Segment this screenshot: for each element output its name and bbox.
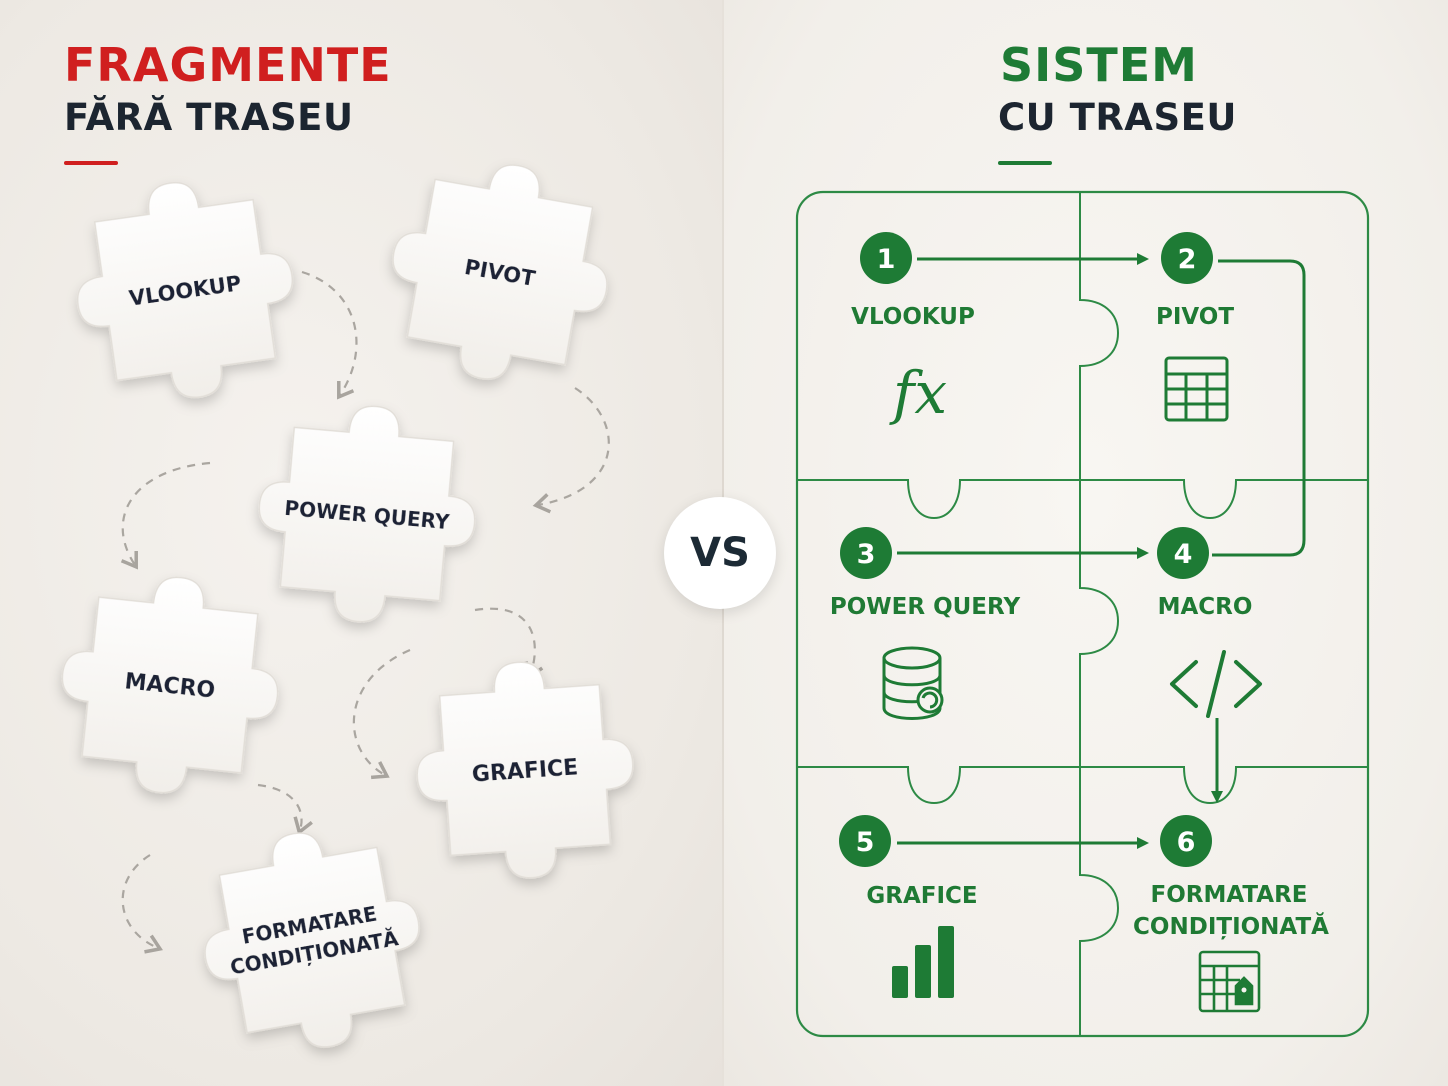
left-subtitle: FĂRĂ TRASEU xyxy=(64,96,354,139)
step-label: POWER QUERY xyxy=(830,594,1021,620)
formatted-sheet-icon xyxy=(1198,950,1261,1013)
step-number: 5 xyxy=(856,827,875,858)
step-number-badge xyxy=(860,232,912,284)
puzzle-piece-power-query: POWER QUERY xyxy=(249,396,485,632)
step-number: 1 xyxy=(877,244,896,275)
vs-badge: VS xyxy=(664,497,776,609)
step-1: 1 VLOOKUP fx xyxy=(851,232,975,427)
grid-lines xyxy=(797,192,1368,1036)
puzzle-piece-formatare: FORMATARE CONDIȚIONATĂ xyxy=(186,814,438,1066)
step-2: 2 PIVOT xyxy=(1156,232,1234,422)
step-number: 2 xyxy=(1178,244,1197,275)
step-number-badge xyxy=(1161,232,1213,284)
step-label-line2: CONDIȚIONATĂ xyxy=(1133,912,1329,940)
step-label: FORMATARE xyxy=(1150,882,1307,908)
right-title: SISTEM xyxy=(1000,38,1198,92)
right-subtitle: CU TRASEU xyxy=(998,96,1237,139)
step-label: GRAFICE xyxy=(866,883,977,909)
left-title: FRAGMENTE xyxy=(64,38,392,92)
step-number-badge xyxy=(1157,527,1209,579)
right-title-underline xyxy=(998,161,1052,165)
fx-glyph: fx xyxy=(889,359,947,427)
step-3: 3 POWER QUERY xyxy=(830,527,1021,720)
puzzle-piece-macro: MACRO xyxy=(50,565,290,805)
left-title-underline xyxy=(64,161,118,165)
dashed-arrow xyxy=(257,783,313,836)
system-board xyxy=(795,190,1370,1038)
puzzle-piece-vlookup: VLOOKUP xyxy=(62,167,308,413)
step-label: PIVOT xyxy=(1156,304,1234,330)
puzzle-piece-grafice: GRAFICE xyxy=(408,653,642,887)
step-5: 5 GRAFICE xyxy=(839,815,978,998)
dashed-arrow xyxy=(120,461,211,570)
step-6: 6 FORMATARE CONDIȚIONATĂ xyxy=(1133,815,1329,1013)
scattered-pieces: VLOOKUP PIVOT POWER QUERY MACRO GRAFICE … xyxy=(50,146,642,1066)
dashed-arrow xyxy=(352,648,411,780)
step-number: 6 xyxy=(1177,827,1196,858)
dashed-arrow xyxy=(301,270,358,400)
database-refresh-icon xyxy=(882,646,944,720)
bar-chart-icon xyxy=(892,926,954,998)
dashed-arrow xyxy=(474,607,544,680)
step-number-badge xyxy=(1160,815,1212,867)
step-number: 3 xyxy=(857,539,876,570)
dashed-arrow xyxy=(121,854,163,954)
table-grid-icon xyxy=(1164,356,1229,422)
function-fx-icon: fx xyxy=(889,359,947,427)
code-brackets-icon xyxy=(1170,650,1262,718)
step-number-badge xyxy=(839,815,891,867)
arrow-2-to-4 xyxy=(1212,259,1306,557)
step-label: VLOOKUP xyxy=(851,304,975,330)
step-number-badge xyxy=(840,527,892,579)
step-4: 4 MACRO xyxy=(1157,527,1262,718)
step-label: MACRO xyxy=(1158,594,1253,620)
flow-arrows xyxy=(897,253,1306,849)
dashed-arrow xyxy=(532,387,610,514)
step-number: 4 xyxy=(1174,539,1193,570)
puzzle-piece-pivot: PIVOT xyxy=(374,146,626,398)
vs-label: VS xyxy=(690,530,750,576)
